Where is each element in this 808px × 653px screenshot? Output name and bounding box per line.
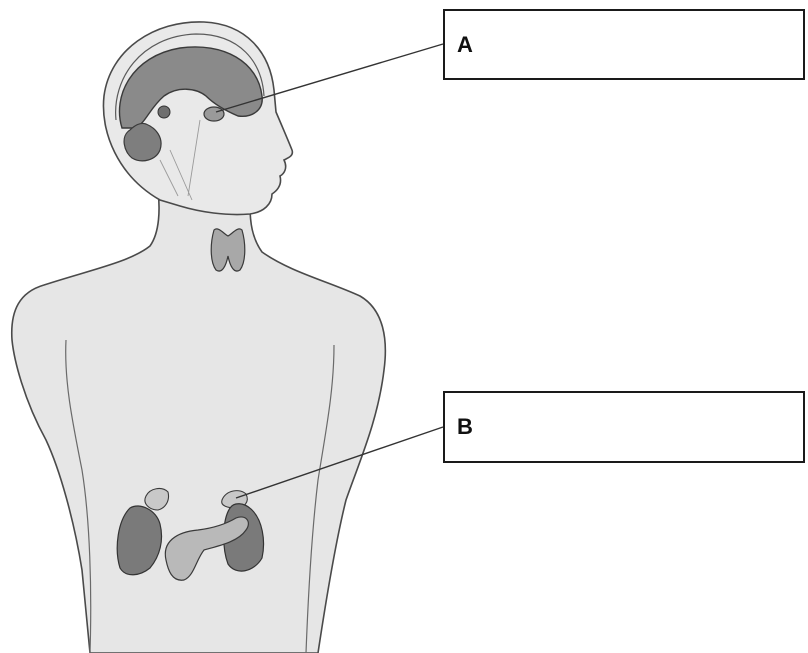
label-a: A (457, 32, 473, 58)
pineal-gland (158, 106, 170, 118)
label-box-b[interactable]: B (443, 391, 805, 463)
label-b: B (457, 414, 473, 440)
pituitary-gland (204, 107, 224, 121)
body-silhouette (12, 190, 386, 653)
label-box-a[interactable]: A (443, 9, 805, 80)
